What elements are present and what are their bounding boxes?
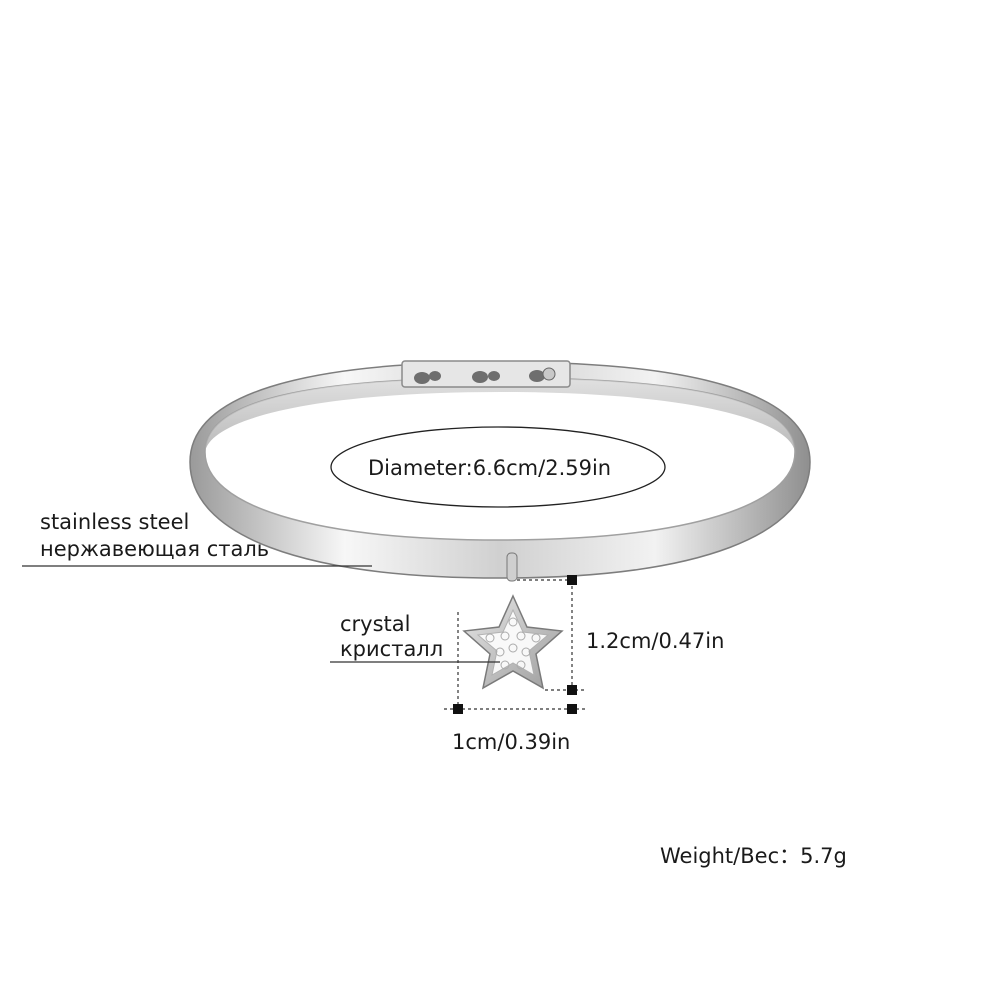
weight-label: Weight/Bec：5.7g bbox=[660, 844, 847, 868]
charm-width-label: 1cm/0.39in bbox=[452, 730, 571, 754]
diameter-callout-ellipse bbox=[330, 426, 666, 508]
material-label-ru: нержавеющая сталь bbox=[40, 537, 270, 561]
width-dimension bbox=[444, 612, 585, 714]
star-charm bbox=[462, 552, 564, 690]
bangle-bracelet bbox=[189, 360, 811, 579]
stone-label-en: crystal bbox=[340, 612, 411, 636]
adjustment-holes bbox=[414, 367, 556, 384]
diameter-label: Diameter:6.6cm/2.59in bbox=[368, 456, 612, 480]
charm-jump-ring bbox=[506, 552, 518, 582]
crystal-stones bbox=[485, 617, 541, 670]
bangle-inner-back bbox=[205, 378, 795, 452]
height-dimension bbox=[517, 575, 585, 695]
charm-height-label: 1.2cm/0.47in bbox=[586, 629, 725, 653]
charm-star-pave bbox=[476, 608, 550, 676]
material-label-en: stainless steel bbox=[40, 510, 190, 534]
stone-label-ru: кристалл bbox=[340, 637, 444, 661]
